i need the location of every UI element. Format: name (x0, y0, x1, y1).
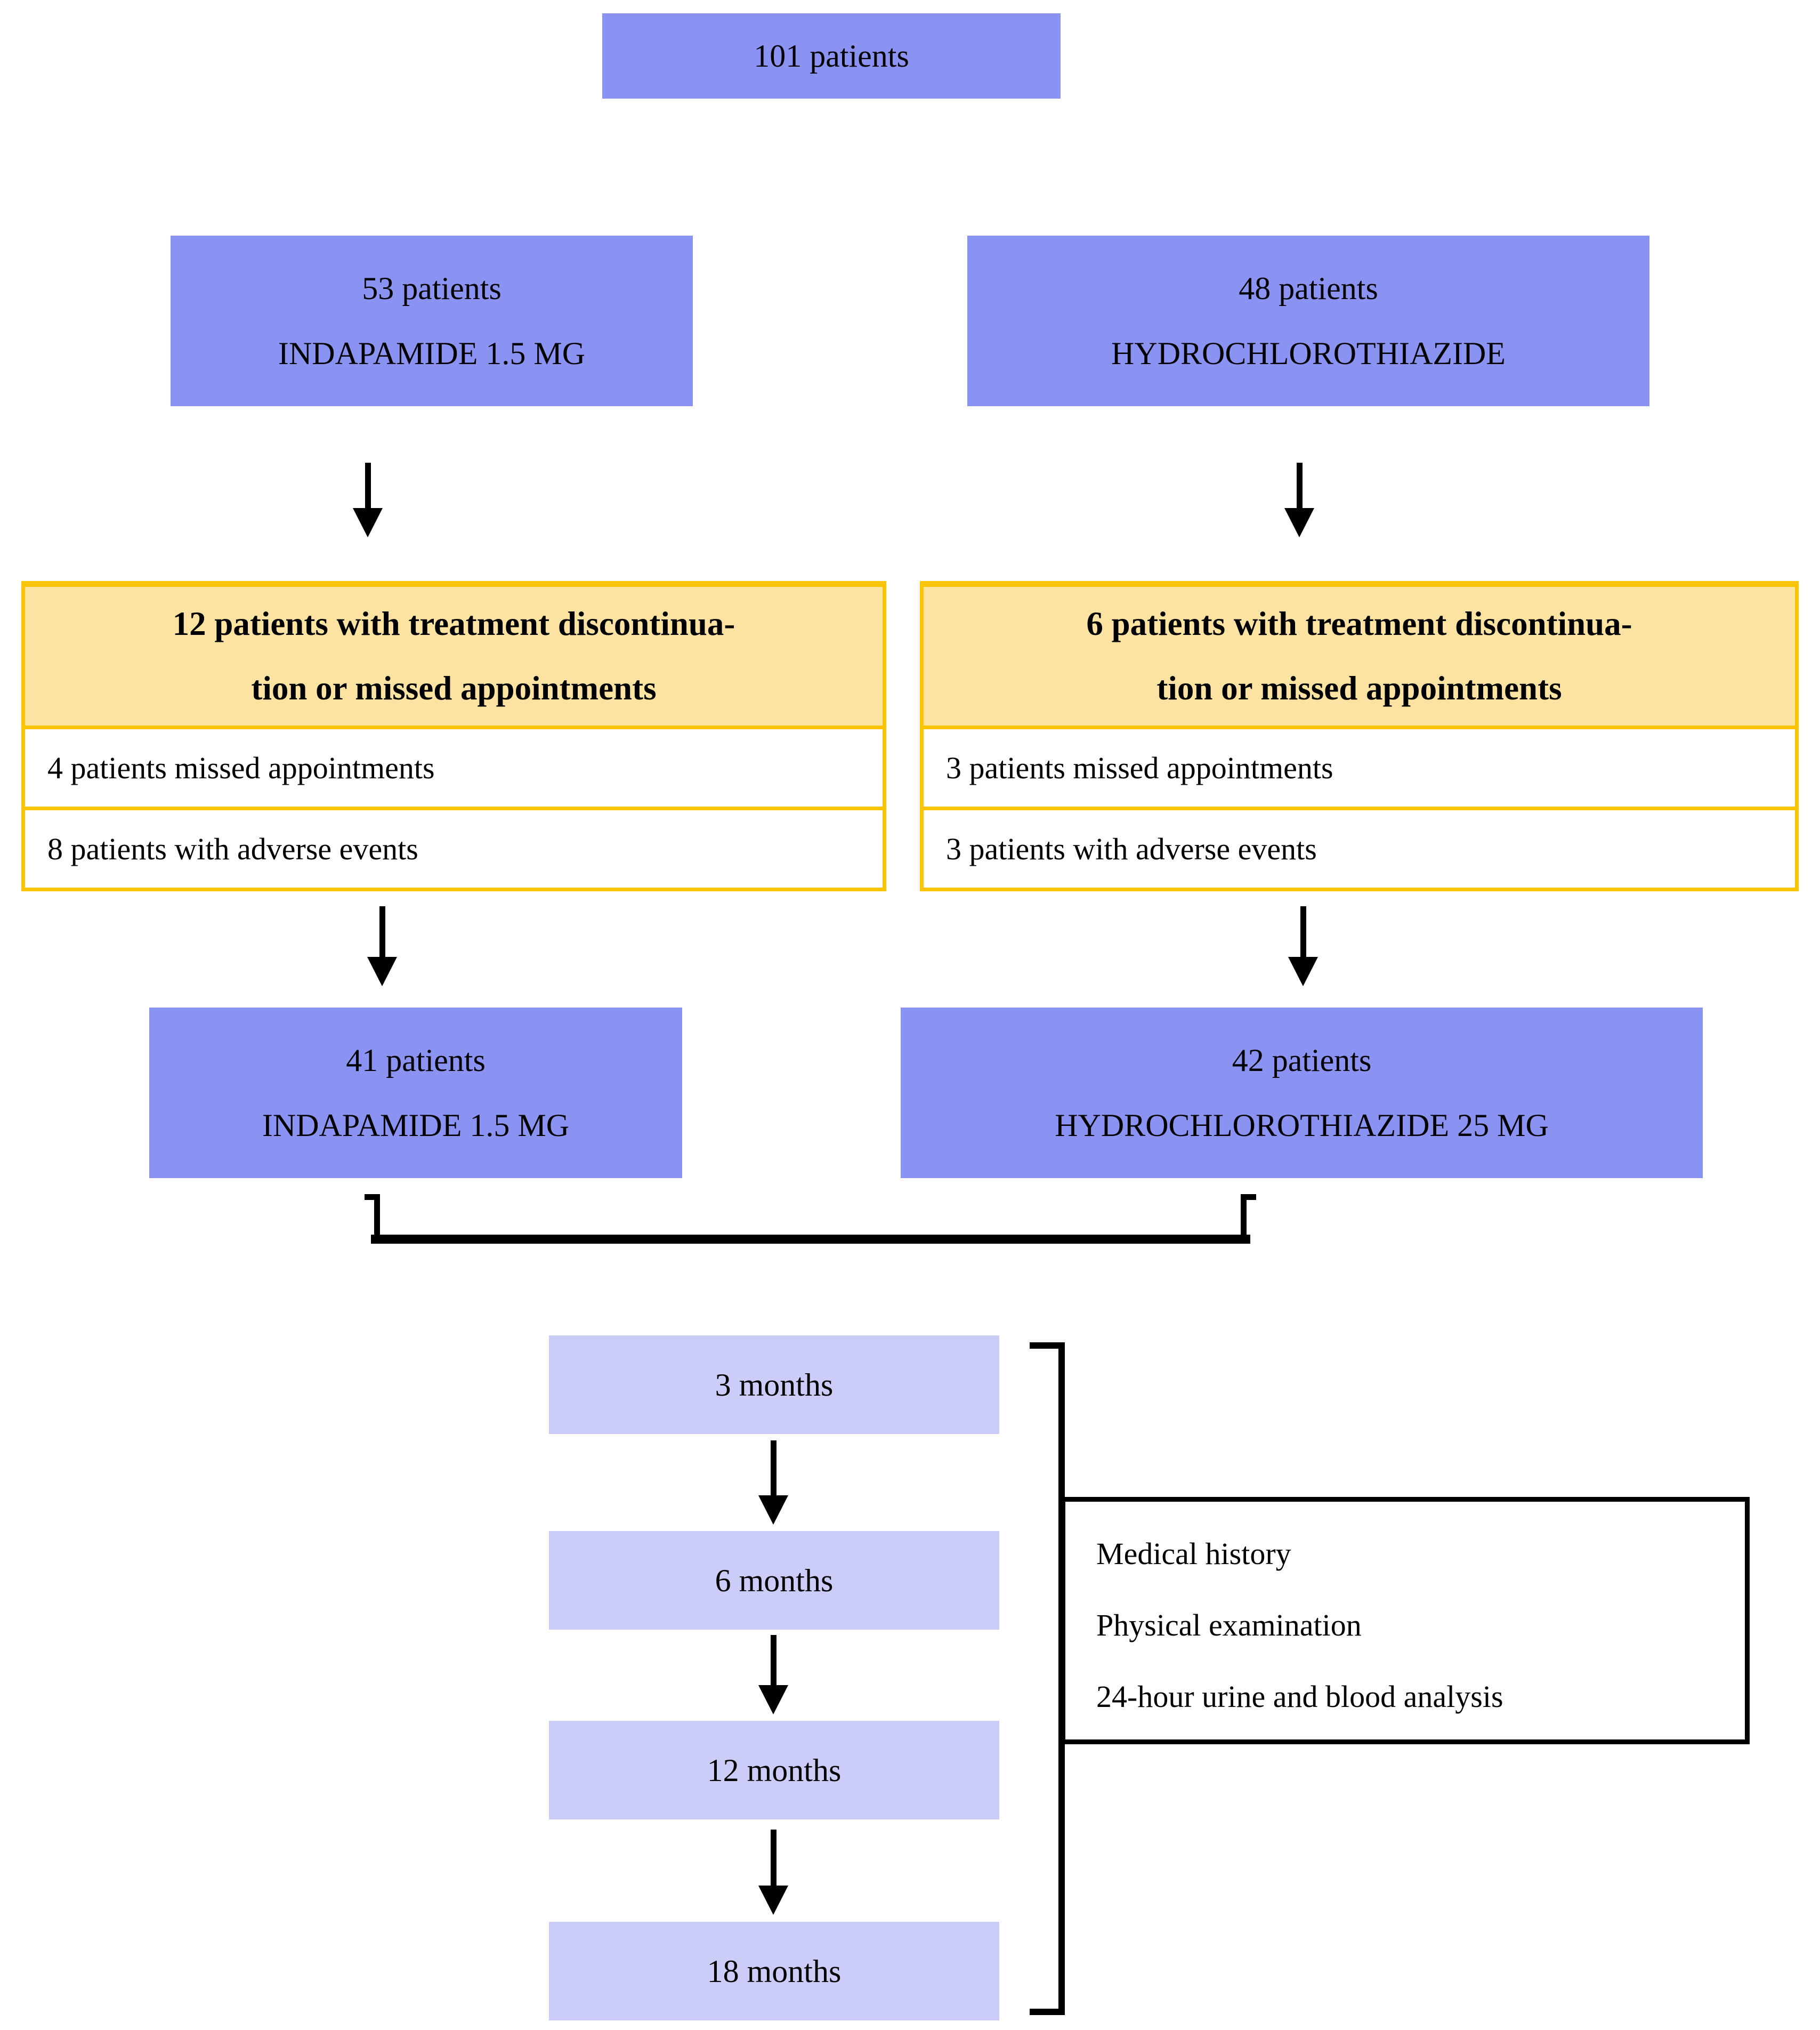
assessment-item-medical-history: Medical history (1096, 1536, 1291, 1571)
down-arrow-icon (758, 1440, 788, 1525)
dropout-row-label: 3 patients with adverse events (946, 831, 1317, 866)
timepoint-box-6-months: 6 months (549, 1531, 999, 1630)
dropout-header-hydrochlorothiazide: 6 patients with treatment discontinua- t… (924, 587, 1795, 729)
dropout-row-label: 4 patients missed appointments (47, 750, 435, 785)
total-patients-label: 101 patients (754, 38, 909, 74)
merge-bracket-right-stub (1241, 1194, 1247, 1243)
arrow-head (758, 1495, 788, 1525)
hydrochlorothiazide-enrolled-drug: HYDROCHLOROTHIAZIDE (1111, 336, 1506, 371)
assessments-box: Medical history Physical examination 24-… (1061, 1497, 1750, 1744)
followup-bracket-top-arm (1030, 1342, 1065, 1349)
arrow-shaft (770, 1635, 776, 1685)
dropout-header-line2: tion or missed appointments (251, 670, 657, 707)
arrow-head (367, 957, 397, 986)
dropout-row-label: 3 patients missed appointments (946, 750, 1333, 785)
hydrochlorothiazide-completed-drug: HYDROCHLOROTHIAZIDE 25 MG (1055, 1108, 1549, 1143)
down-arrow-icon (1284, 463, 1314, 537)
assessment-item-urine-blood-analysis: 24-hour urine and blood analysis (1096, 1679, 1503, 1714)
arrow-head (1288, 957, 1318, 986)
merge-bracket-bar (371, 1235, 1250, 1244)
dropout-row-missed-appointments: 3 patients missed appointments (924, 729, 1795, 807)
dropout-header-line1: 12 patients with treatment discontinua- (172, 605, 735, 642)
timepoint-box-12-months: 12 months (549, 1721, 999, 1819)
timepoint-label: 3 months (715, 1367, 834, 1403)
arrow-head (758, 1685, 788, 1714)
hydrochlorothiazide-enrolled-count: 48 patients (1239, 271, 1378, 306)
dropout-row-missed-appointments: 4 patients missed appointments (25, 729, 883, 807)
dropout-header-line2: tion or missed appointments (1156, 670, 1562, 707)
merge-bracket-left-hook (365, 1194, 380, 1200)
down-arrow-icon (353, 463, 383, 537)
arrow-shaft (770, 1830, 776, 1886)
dropout-header-indapamide: 12 patients with treatment discontinua- … (25, 587, 883, 729)
timepoint-box-3-months: 3 months (549, 1335, 999, 1434)
timepoint-label: 18 months (707, 1953, 842, 1989)
dropout-table-indapamide: 12 patients with treatment discontinua- … (21, 581, 886, 891)
down-arrow-icon (1288, 906, 1318, 986)
arrow-head (758, 1886, 788, 1915)
arrow-shaft (365, 463, 371, 508)
timepoint-label: 6 months (715, 1562, 834, 1598)
indapamide-enrolled-drug: INDAPAMIDE 1.5 MG (278, 336, 586, 371)
hydrochlorothiazide-completed-count: 42 patients (1232, 1043, 1372, 1078)
dropout-row-adverse-events: 8 patients with adverse events (25, 807, 883, 888)
merge-bracket-left-stub (374, 1194, 380, 1243)
timepoint-box-18-months: 18 months (549, 1922, 999, 2020)
dropout-row-adverse-events: 3 patients with adverse events (924, 807, 1795, 888)
box-indapamide-enrolled: 53 patients INDAPAMIDE 1.5 MG (171, 236, 693, 406)
merge-bracket-right-hook (1241, 1194, 1256, 1200)
timepoint-label: 12 months (707, 1752, 842, 1788)
box-hydrochlorothiazide-completed: 42 patients HYDROCHLOROTHIAZIDE 25 MG (901, 1008, 1703, 1178)
dropout-table-hydrochlorothiazide: 6 patients with treatment discontinua- t… (920, 581, 1799, 891)
down-arrow-icon (758, 1830, 788, 1915)
box-total-patients: 101 patients (602, 13, 1061, 99)
box-indapamide-completed: 41 patients INDAPAMIDE 1.5 MG (149, 1008, 682, 1178)
dropout-row-label: 8 patients with adverse events (47, 831, 418, 866)
indapamide-enrolled-count: 53 patients (362, 271, 501, 306)
arrow-shaft (1296, 463, 1303, 508)
arrow-head (1284, 508, 1314, 537)
down-arrow-icon (758, 1635, 788, 1714)
assessment-item-physical-examination: Physical examination (1096, 1608, 1362, 1642)
indapamide-completed-count: 41 patients (346, 1043, 486, 1078)
box-hydrochlorothiazide-enrolled: 48 patients HYDROCHLOROTHIAZIDE (967, 236, 1649, 406)
arrow-shaft (1300, 906, 1306, 957)
arrow-shaft (770, 1440, 776, 1495)
indapamide-completed-drug: INDAPAMIDE 1.5 MG (262, 1108, 570, 1143)
arrow-head (353, 508, 383, 537)
followup-bracket-bottom-arm (1030, 2009, 1065, 2015)
arrow-shaft (379, 906, 385, 957)
down-arrow-icon (367, 906, 397, 986)
dropout-header-line1: 6 patients with treatment discontinua- (1086, 605, 1632, 642)
